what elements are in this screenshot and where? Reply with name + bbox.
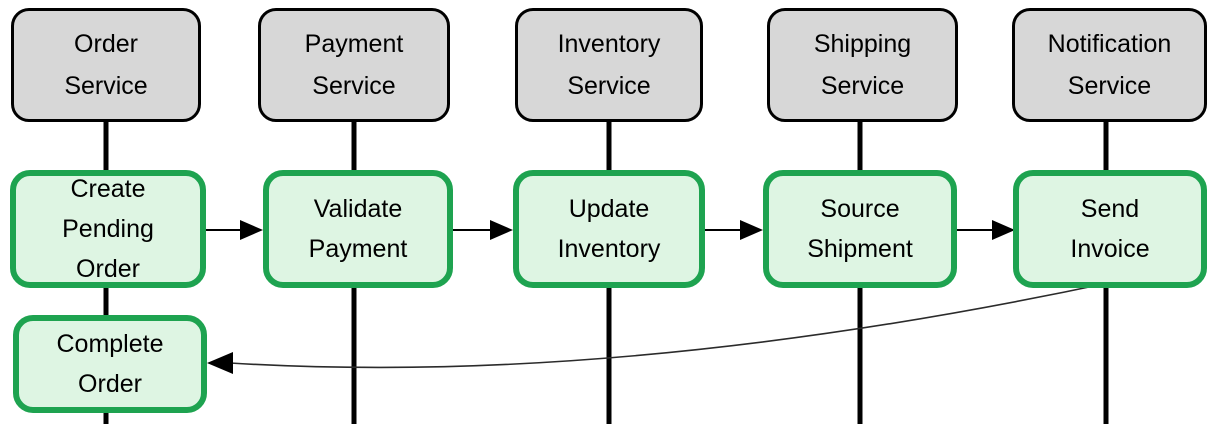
flow-arrow-validate-to-update (453, 220, 513, 240)
service-label: Inventory Service (557, 30, 661, 100)
step-box-update-inventory: Update Inventory (513, 170, 705, 288)
step-box-send-invoice: Send Invoice (1013, 170, 1207, 288)
service-box-payment-service: Payment Service (258, 8, 450, 122)
arrow-head (992, 220, 1015, 240)
arrow-head (490, 220, 513, 240)
step-box-create-pending-order: Create Pending Order (10, 170, 206, 288)
service-box-notification-service: Notification Service (1012, 8, 1207, 122)
step-label: Send Invoice (1070, 195, 1150, 263)
service-label: Order Service (64, 30, 148, 100)
step-label: Complete Order (56, 330, 164, 398)
step-box-validate-payment: Validate Payment (263, 170, 453, 288)
step-label: Create Pending Order (62, 175, 154, 283)
step-label: Source Shipment (807, 195, 913, 263)
step-box-complete-order: Complete Order (13, 315, 207, 413)
flow-arrow-create-to-validate (206, 220, 263, 240)
arrow-head (207, 352, 233, 374)
step-label: Validate Payment (308, 195, 408, 263)
arrow-head (740, 220, 763, 240)
service-label: Payment Service (304, 30, 404, 100)
service-label: Notification Service (1047, 30, 1172, 100)
arrow-head (240, 220, 263, 240)
service-box-order-service: Order Service (11, 8, 201, 122)
flow-arrow-source-to-send (957, 220, 1015, 240)
return-arrow-send-invoice-to-complete-order (207, 281, 1114, 374)
service-box-inventory-service: Inventory Service (515, 8, 703, 122)
service-box-shipping-service: Shipping Service (767, 8, 958, 122)
step-label: Update Inventory (557, 195, 661, 263)
service-label: Shipping Service (813, 30, 912, 100)
flow-arrow-update-to-source (705, 220, 763, 240)
arrow-curve (229, 281, 1114, 369)
step-box-source-shipment: Source Shipment (763, 170, 957, 288)
